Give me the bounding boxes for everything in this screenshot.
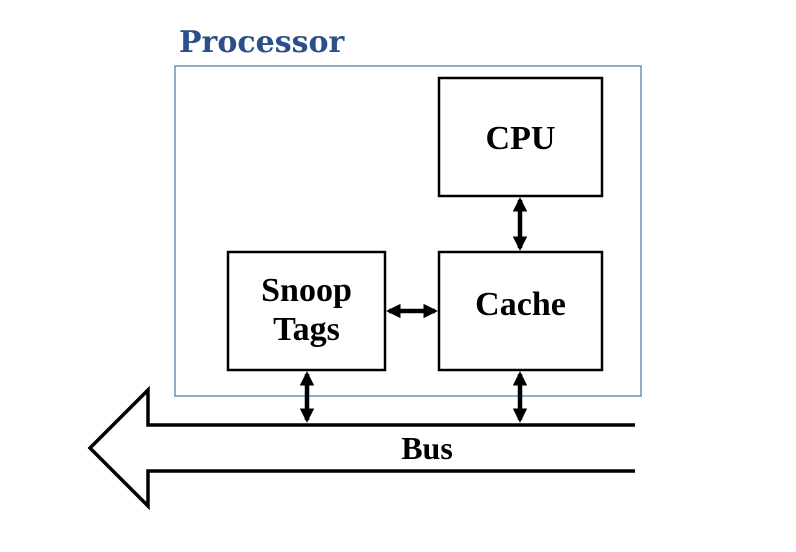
- bus-arrow: [87, 385, 635, 511]
- snoop-tags-box: [226, 250, 387, 372]
- snoop-tags-block: Snoop Tags: [226, 250, 387, 372]
- cache-box: [437, 250, 604, 372]
- snoop-tags-label-line2: Tags: [273, 311, 340, 348]
- cpu-label: CPU: [486, 120, 556, 157]
- snoop-tags-label-line1: Snoop: [261, 272, 352, 309]
- cpu-block: CPU: [437, 76, 604, 198]
- bus-label: Bus: [401, 430, 453, 466]
- processor-boundary: [174, 65, 642, 397]
- cache-label: Cache: [475, 286, 566, 323]
- processor-label: Processor: [179, 25, 346, 60]
- cpu-box: [437, 76, 604, 198]
- cache-block: Cache: [437, 250, 604, 372]
